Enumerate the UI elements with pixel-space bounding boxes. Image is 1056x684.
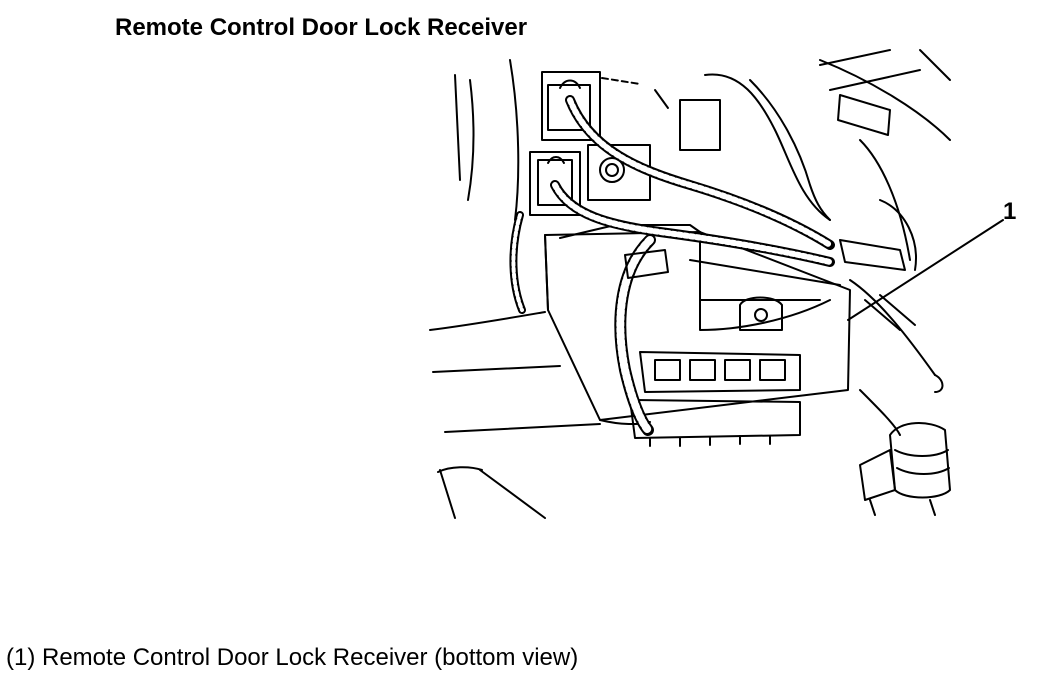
diagram-title: Remote Control Door Lock Receiver [115, 14, 528, 41]
callout-label-1: 1 [1003, 198, 1017, 225]
figure-caption: (1) Remote Control Door Lock Receiver (b… [6, 644, 579, 671]
